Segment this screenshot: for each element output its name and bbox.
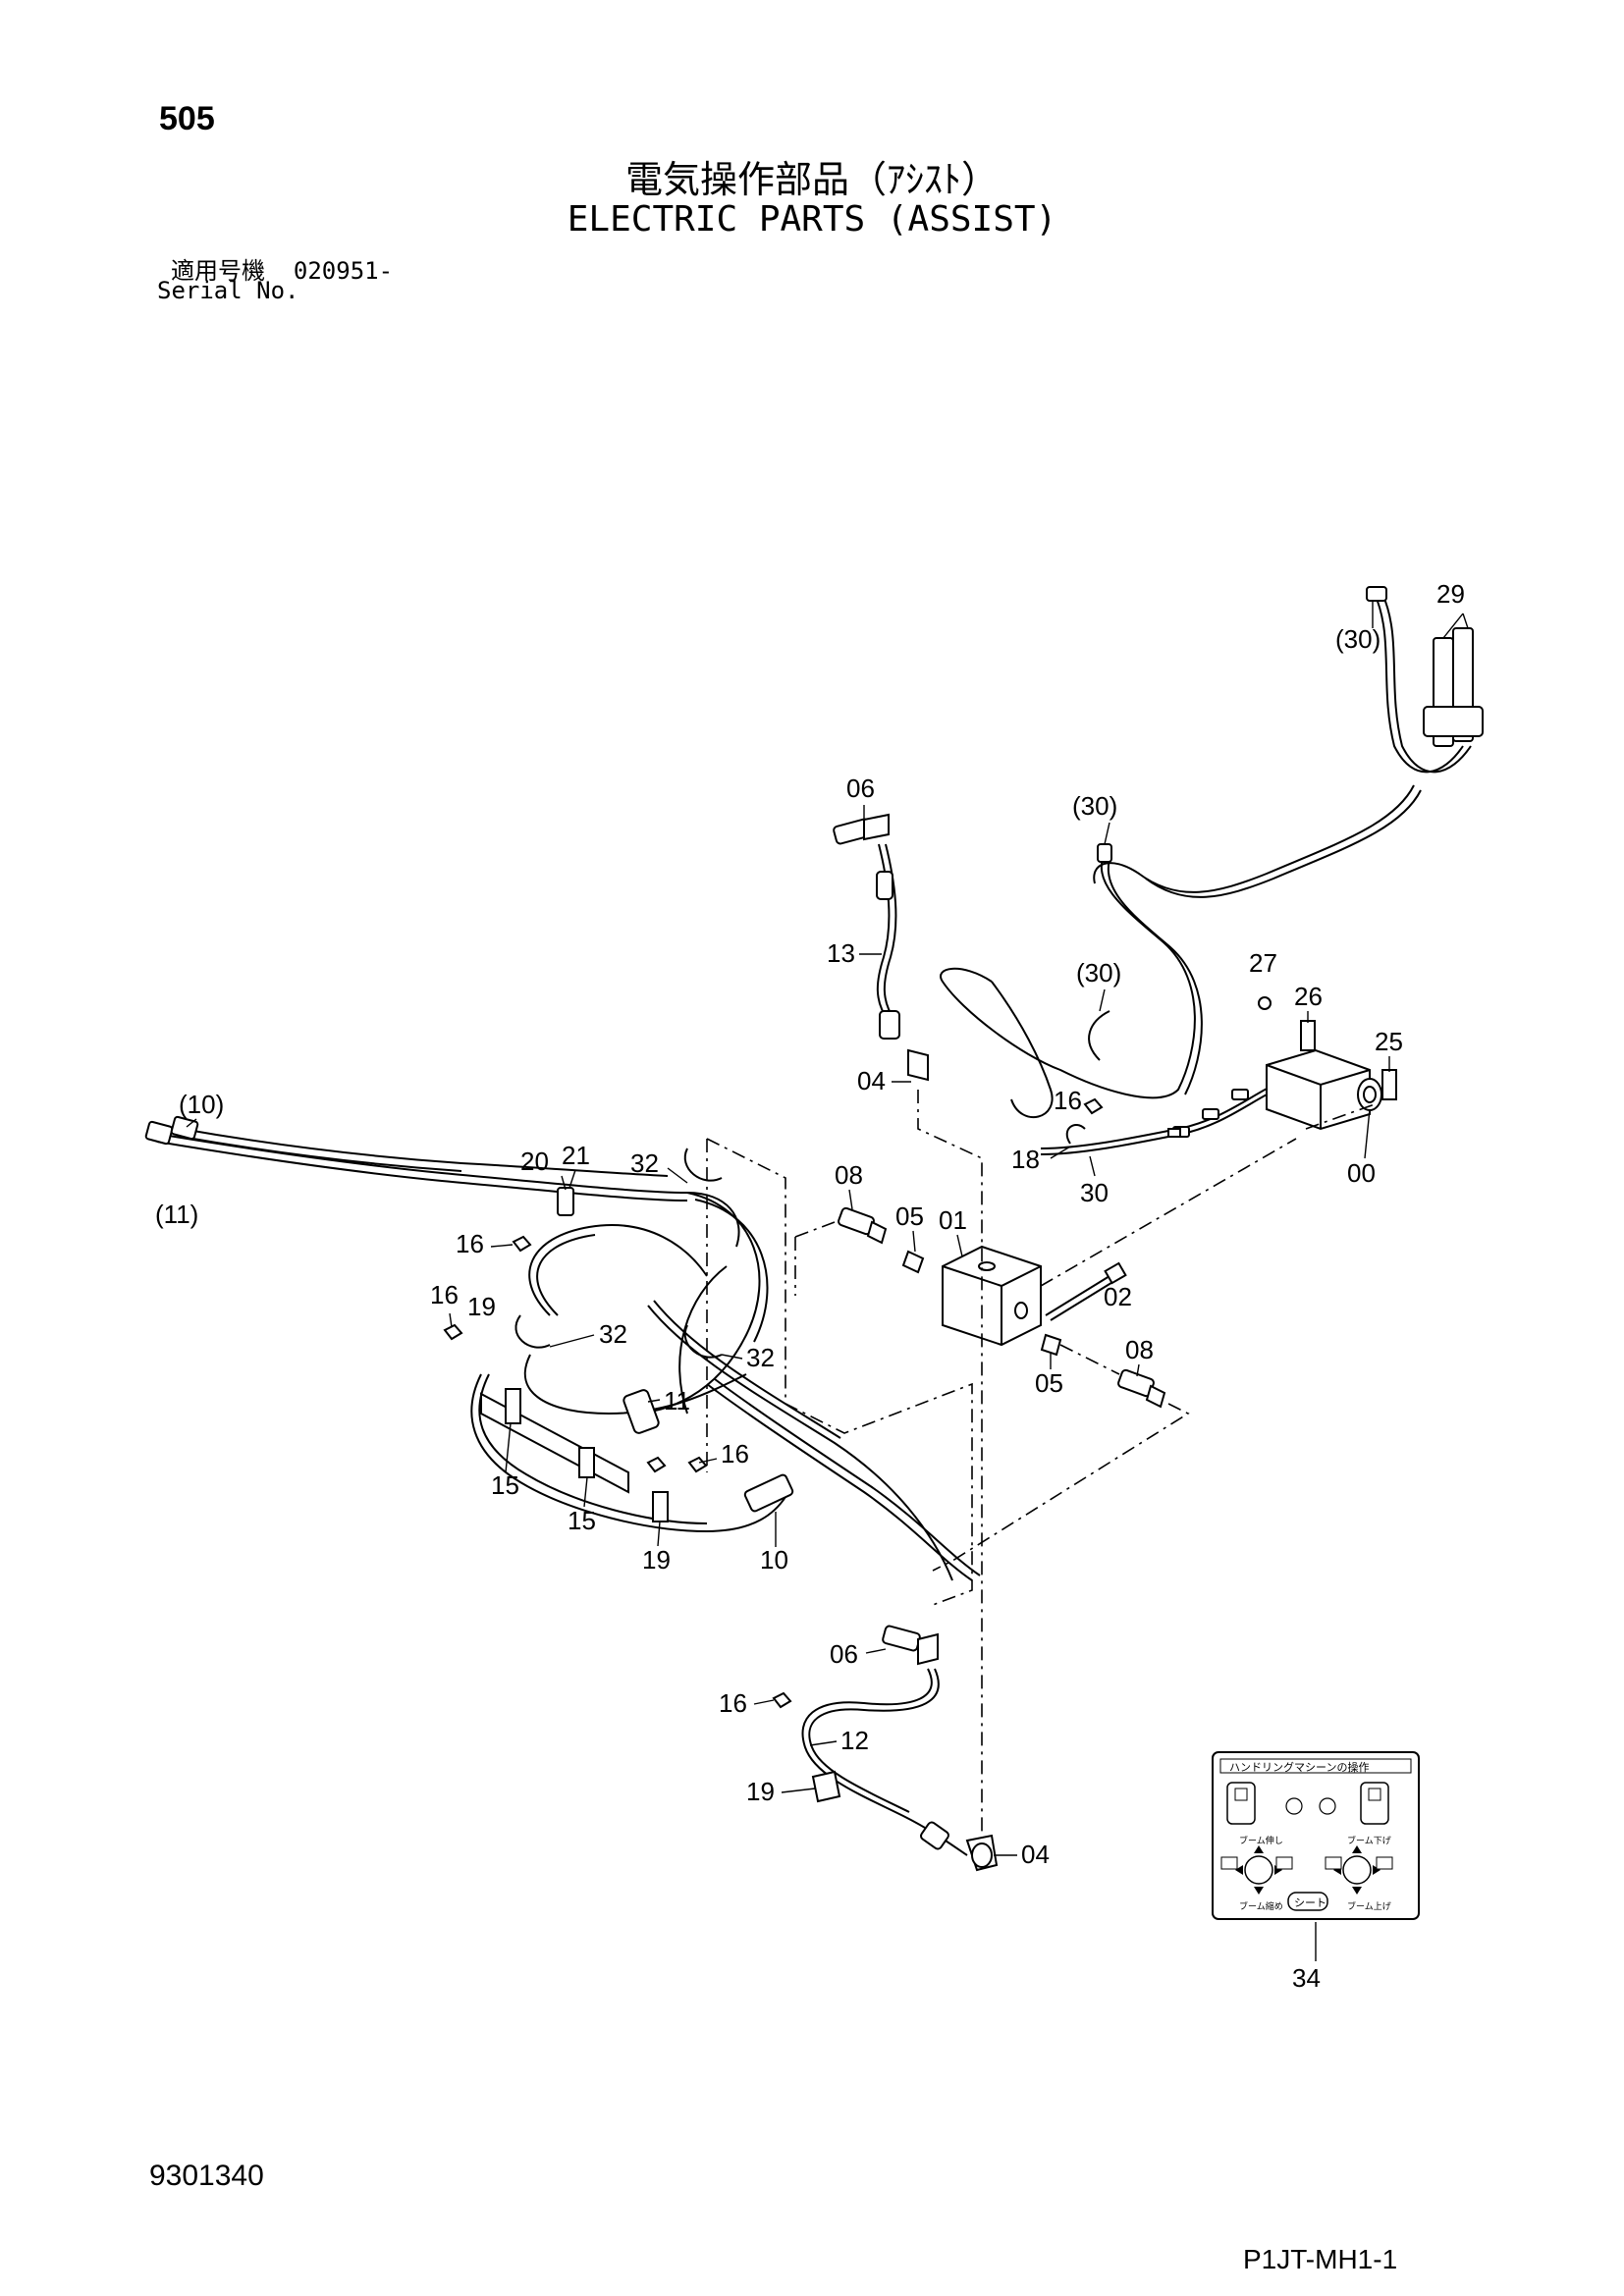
callout-20: 20 [520,1147,549,1176]
label-plate-seat: シート [1294,1896,1326,1909]
label-plate-title: ハンドリングマシーンの操作 [1229,1760,1369,1774]
valve-block-01 [942,1245,1042,1347]
callout-29: 29 [1436,579,1465,609]
callout-32a: 32 [630,1148,659,1178]
hose-12 [772,1625,999,1872]
title-japanese: 電気操作部品（ｱｼｽﾄ） [624,158,999,201]
callout-30b: (30) [1072,791,1117,821]
callout-06b: 06 [830,1639,858,1669]
callout-32b: 32 [599,1319,627,1349]
callout-10a: (10) [179,1090,224,1119]
callout-11a: (11) [155,1200,198,1229]
callout-05b: 05 [1035,1368,1063,1398]
callout-01: 01 [939,1205,967,1235]
callout-13: 13 [827,938,855,968]
label-plate-boom-out: ブーム伸し [1239,1835,1283,1846]
title-english: ELECTRIC PARTS (ASSIST) [567,199,1057,240]
callout-34: 34 [1292,1963,1321,1993]
callout-30a: (30) [1335,624,1380,654]
clamp-group-middle [1065,1097,1181,1145]
label-plate-boom-down: ブーム下げ [1347,1835,1391,1846]
document-number: 9301340 [149,2160,264,2192]
callout-05a: 05 [895,1201,924,1231]
callout-16e: 16 [719,1688,747,1718]
callout-16c: 16 [430,1280,459,1309]
callout-11: 11 [664,1386,690,1415]
callout-06a: 06 [846,774,875,803]
hose-13 [833,813,929,1082]
callout-12: 12 [840,1726,869,1755]
callout-08a: 08 [835,1160,863,1190]
page-number: 505 [159,100,215,137]
callout-19b: 19 [642,1545,671,1575]
label-plate-boom-up: ブーム上げ [1347,1900,1391,1912]
serial-line-japanese: 適用号機 020951- [171,251,393,286]
callout-16d: 16 [721,1439,749,1468]
serial-value: 020951- [293,257,394,285]
callout-04a: 04 [857,1066,886,1095]
harness-middle [940,843,1287,1155]
phantom-lines [706,1090,1376,1845]
component-00 [1258,996,1397,1131]
reference-code: P1JT-MH1-1 [1243,2244,1398,2274]
callout-10: 10 [760,1545,788,1575]
label-plate-34: ハンドリングマシーンの操作 ブーム伸し ブーム下げ ブーム縮め ブーム上げ シー… [1212,1751,1420,1920]
callout-04b: 04 [1021,1840,1050,1869]
bracket-group-left [443,1148,723,1522]
callout-30c: (30) [1076,958,1121,988]
fittings-08-05 [838,1206,1166,1409]
serial-label-english: Serial No. [157,277,299,304]
callout-02: 02 [1104,1282,1132,1311]
callout-32c: 32 [746,1343,775,1372]
label-plate-boom-in: ブーム縮め [1239,1900,1283,1912]
callout-16b: 16 [456,1229,484,1258]
callout-30d: 30 [1080,1178,1109,1207]
callout-19c: 19 [746,1777,775,1806]
callout-15b: 15 [568,1506,596,1535]
long-hoses [144,1115,740,1248]
callout-26: 26 [1294,982,1323,1011]
callout-18: 18 [1011,1145,1040,1174]
callout-08b: 08 [1125,1335,1154,1364]
callout-00: 00 [1347,1158,1376,1188]
loop-hoses [470,1192,981,1581]
callout-16a: 16 [1054,1086,1082,1115]
callout-19a: 19 [467,1292,496,1321]
harness-upper-right [1093,586,1484,898]
callout-21: 21 [562,1141,590,1170]
callout-27: 27 [1249,948,1277,978]
callout-15a: 15 [491,1470,519,1500]
callout-25: 25 [1375,1027,1403,1056]
serial-label-jp: 適用号機 [171,257,265,285]
